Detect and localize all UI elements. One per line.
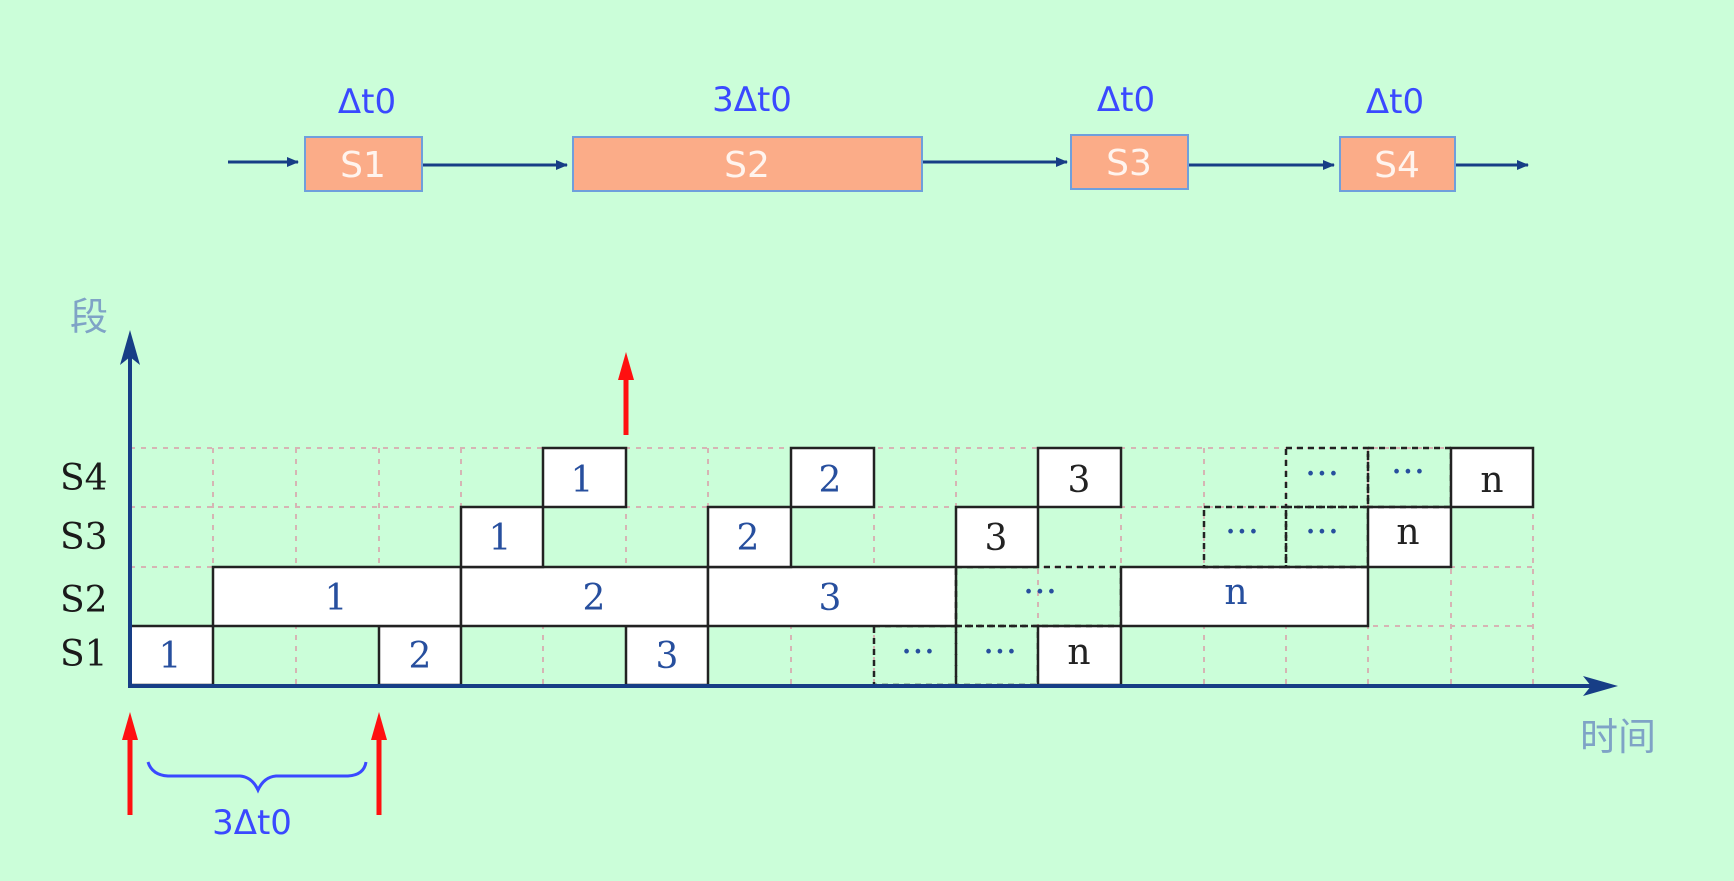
cell-label: 2 bbox=[409, 636, 432, 677]
duration-label-s1: Δt0 bbox=[338, 82, 396, 122]
cell bbox=[1119, 565, 1370, 628]
row-s1-cells: 1 2 3 ··· ··· n bbox=[128, 624, 1123, 687]
duration-label-s3: Δt0 bbox=[1097, 80, 1155, 120]
stage-box-s4 bbox=[1339, 136, 1456, 192]
cell-label: ··· bbox=[901, 632, 935, 673]
cell bbox=[211, 565, 463, 628]
cell bbox=[1036, 624, 1123, 687]
cell-label: 3 bbox=[819, 578, 842, 619]
row-label-s1: S1 bbox=[60, 634, 108, 675]
cell-label: 3 bbox=[985, 518, 1008, 559]
cell-label: ··· bbox=[983, 632, 1017, 673]
cell bbox=[1366, 505, 1453, 569]
cell bbox=[706, 505, 793, 569]
cell bbox=[541, 446, 628, 509]
cell-label: ··· bbox=[1391, 452, 1425, 493]
row-s3-cells: 1 2 3 ··· ··· n bbox=[459, 505, 1453, 569]
cell bbox=[954, 505, 1040, 569]
cell-label: 1 bbox=[325, 578, 348, 619]
duration-label-s2: 3Δt0 bbox=[712, 80, 792, 120]
cell bbox=[1036, 446, 1123, 509]
stage-box-s1 bbox=[304, 136, 423, 192]
pipeline-flow: S1 S2 S3 S4 Δt0 3Δt0 Δt0 Δt0 bbox=[228, 80, 1529, 192]
marker-arrowhead bbox=[371, 712, 387, 740]
space-time-chart: 1 2 3 ··· ··· n 1 2 3 ··· n bbox=[60, 295, 1656, 843]
brace-label: 3Δt0 bbox=[212, 803, 292, 843]
row-label-s2: S2 bbox=[60, 580, 108, 621]
x-axis-label: 时间 bbox=[1580, 715, 1656, 759]
cell-label: n bbox=[1396, 512, 1419, 553]
cell-label: 2 bbox=[737, 518, 760, 559]
cell-label: ··· bbox=[1023, 572, 1057, 613]
marker-arrowhead bbox=[122, 712, 138, 740]
cell-label: 3 bbox=[656, 636, 679, 677]
cell-label: ··· bbox=[1305, 454, 1339, 495]
cell bbox=[128, 624, 215, 687]
stage-label-s2: S2 bbox=[724, 145, 770, 186]
cell bbox=[459, 565, 710, 628]
row-s4-cells: 1 2 3 ··· ··· n bbox=[541, 446, 1535, 509]
cell-label: n bbox=[1480, 460, 1503, 501]
cell bbox=[459, 505, 545, 569]
stage-label-s4: S4 bbox=[1374, 145, 1420, 186]
cell-label: n bbox=[1224, 572, 1247, 613]
stage-box-s3 bbox=[1070, 134, 1189, 190]
interval-brace bbox=[146, 761, 368, 794]
stage-label-s1: S1 bbox=[340, 145, 386, 186]
cell bbox=[706, 565, 958, 628]
y-axis-label: 段 bbox=[70, 295, 108, 339]
stage-label-s3: S3 bbox=[1106, 143, 1152, 184]
x-axis-arrowhead bbox=[1583, 676, 1618, 696]
red-marker-arrows bbox=[122, 352, 634, 815]
duration-label-s4: Δt0 bbox=[1366, 82, 1424, 122]
cell bbox=[1449, 446, 1535, 509]
stage-box-s2 bbox=[572, 136, 923, 192]
cell-label: ··· bbox=[1225, 512, 1259, 553]
row-label-s3: S3 bbox=[60, 517, 108, 558]
cell-label: 2 bbox=[583, 578, 606, 619]
row-label-s4: S4 bbox=[60, 458, 108, 499]
cell-label: 1 bbox=[159, 636, 182, 677]
cell-label: n bbox=[1067, 632, 1090, 673]
cell-label: 2 bbox=[819, 460, 842, 501]
cell-label: 1 bbox=[571, 460, 594, 501]
marker-arrowhead bbox=[618, 352, 634, 380]
cell-label: ··· bbox=[1305, 512, 1339, 553]
cell-label: 1 bbox=[489, 518, 512, 559]
y-axis-arrowhead bbox=[120, 330, 140, 365]
cell-label: 3 bbox=[1068, 460, 1091, 501]
row-s2-cells: 1 2 3 ··· n bbox=[211, 565, 1370, 628]
cell bbox=[789, 446, 876, 509]
